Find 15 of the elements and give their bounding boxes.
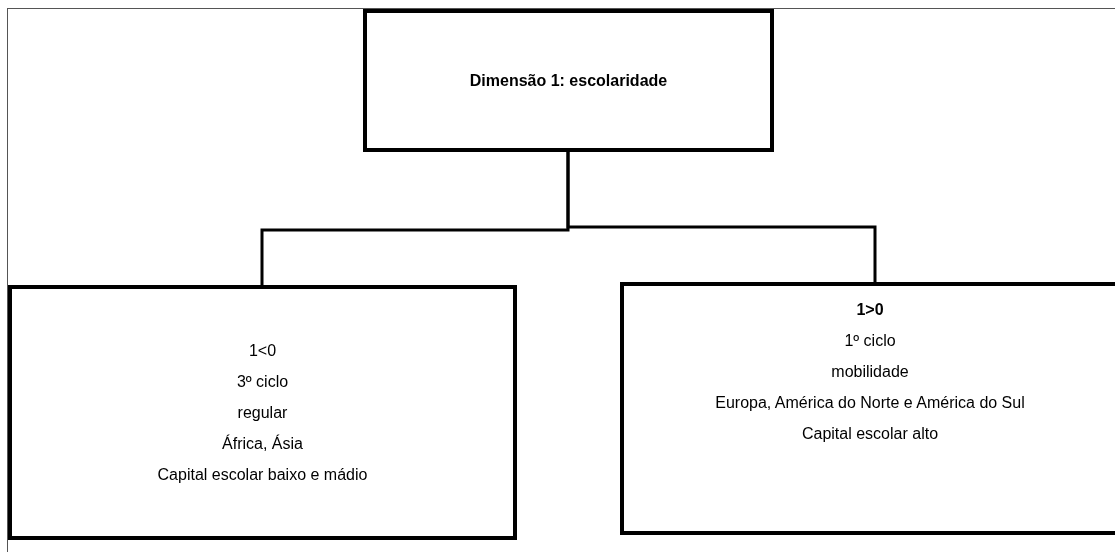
- process-box: [620, 282, 1115, 535]
- process-box: [8, 285, 517, 540]
- box-text: Europa, América do Norte e América do Sul: [715, 393, 1025, 413]
- process-box: [363, 9, 774, 152]
- box-text: 1<0: [248, 341, 277, 361]
- connector-line: [566, 152, 877, 282]
- box-text: Capital escolar baixo e mádio: [157, 465, 368, 485]
- box-text: 1º ciclo: [844, 331, 896, 351]
- box-text: 3º ciclo: [236, 372, 289, 392]
- box-text: regular: [237, 403, 288, 423]
- box-text: Capital escolar alto: [801, 424, 939, 444]
- box-text: mobilidade: [831, 362, 909, 382]
- box-text: Dimensão 1: escolaridade: [469, 71, 668, 91]
- box-text: África, Ásia: [222, 433, 303, 454]
- box-text: 1>0: [856, 300, 884, 320]
